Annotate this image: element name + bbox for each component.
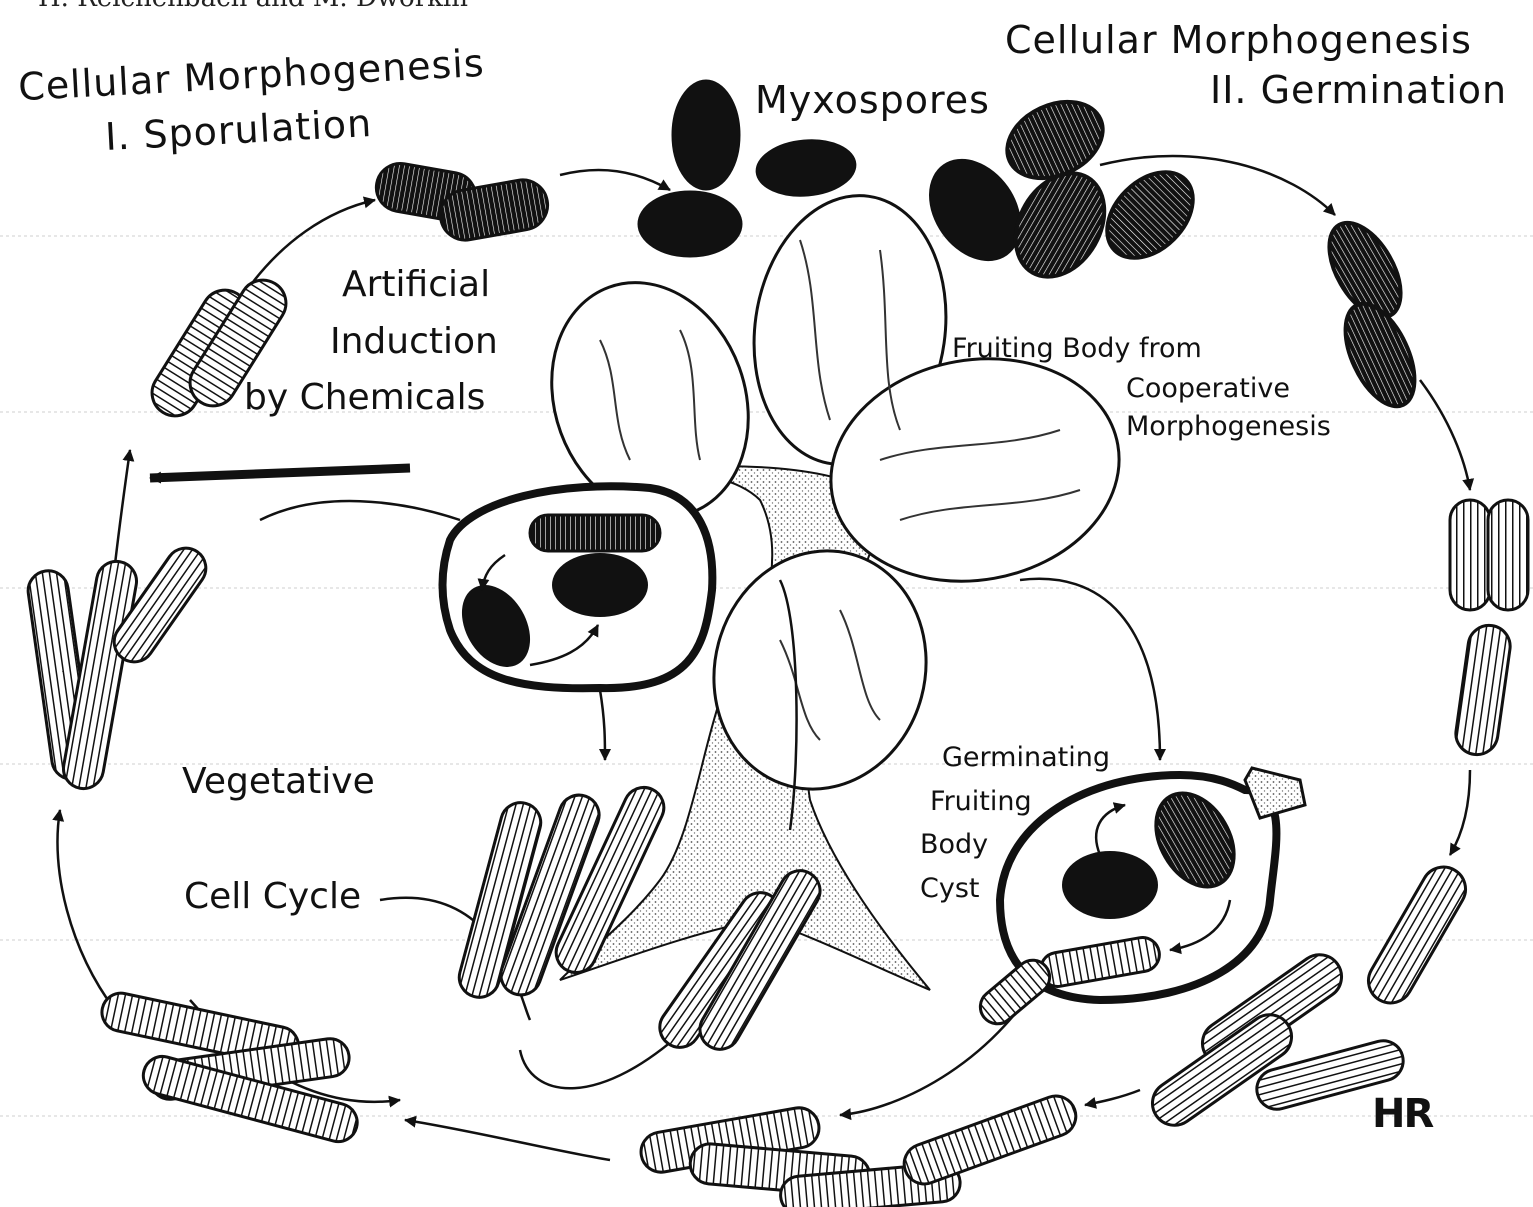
artificial-induction-line2: Induction [330,322,498,362]
fruiting-body-line1: Fruiting Body from [952,334,1202,364]
germinating-cyst-line2: Fruiting [930,787,1032,817]
artist-signature: HR [1372,1092,1432,1136]
header-text: H. Reichenbach and M. Dworkin [38,0,468,13]
fruiting-body-line3: Morphogenesis [1126,412,1331,442]
germinating-spores [995,87,1429,417]
germinating-cyst-line3: Body [920,830,988,860]
myxospores-label: Myxospores [755,80,990,122]
cell-cycle-label: Cell Cycle [184,877,361,917]
germination-title-line2: II. Germination [1210,70,1507,112]
artificial-cyst [443,486,713,688]
induction-arrow [150,468,410,478]
fruiting-body-line2: Cooperative [1126,374,1290,404]
artificial-induction-line3: by Chemicals [244,378,485,418]
germinating-cyst-line4: Cyst [920,874,979,904]
germinating-cyst-line1: Germinating [942,743,1110,773]
vegetative-label: Vegetative [182,762,375,802]
artificial-induction-line1: Artificial [342,265,490,305]
germination-title-line1: Cellular Morphogenesis [1005,20,1472,62]
